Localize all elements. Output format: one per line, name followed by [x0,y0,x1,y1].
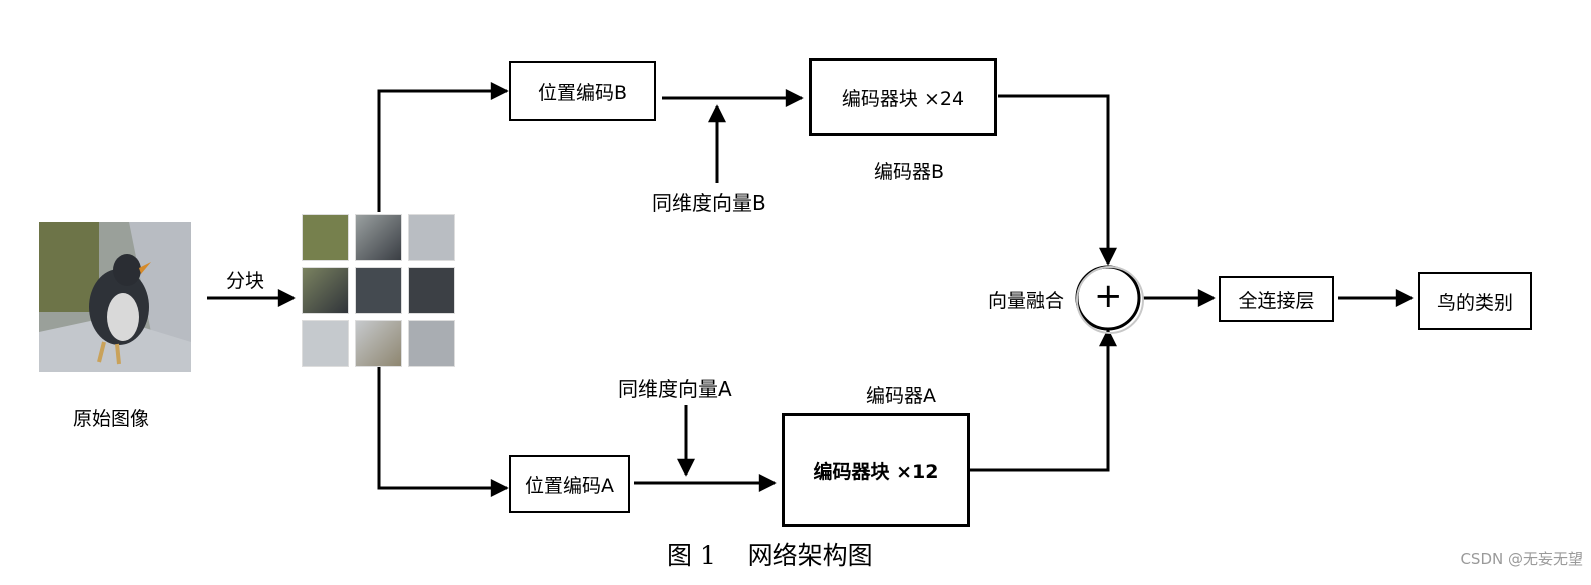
same-dim-vector-b-label: 同维度向量B [652,191,766,215]
figure-caption: 图 1 网络架构图 [667,541,873,570]
watermark: CSDN @无妄无望 [1460,550,1583,568]
vector-fusion-label: 向量融合 [988,290,1065,312]
encoder-b-label: 编码器B [874,161,945,183]
patch-tile [355,267,402,314]
line-to-pos-enc-b [377,82,509,212]
split-label: 分块 [226,270,265,292]
encoder-block-b-box: 编码器块 ×24 [809,58,997,136]
encoder-block-a-box: 编码器块 ×12 [782,413,970,527]
line-encoder-a-to-fusion [970,328,1117,472]
pos-encoding-b-box: 位置编码B [509,61,656,121]
plus-icon: + [1094,276,1123,316]
encoder-a-label: 编码器A [866,385,936,407]
bird-class-box: 鸟的类别 [1418,272,1532,330]
line-to-pos-enc-a [377,366,509,497]
patch-tile [302,214,349,261]
pos-encoding-a-box: 位置编码A [509,455,630,513]
patch-tile [355,214,402,261]
same-dim-vector-a-label: 同维度向量A [618,377,732,401]
fully-connected-layer-box: 全连接层 [1219,276,1334,322]
patch-tile [302,320,349,367]
patch-tile [302,267,349,314]
patch-tile [408,214,455,261]
line-encoder-b-to-fusion [998,94,1117,266]
fusion-circle-shadow [1076,266,1144,334]
original-bird-image [39,222,191,372]
patch-grid [302,214,455,367]
original-image-label: 原始图像 [73,408,150,430]
patch-tile [408,267,455,314]
patch-tile [408,320,455,367]
patch-tile [355,320,402,367]
